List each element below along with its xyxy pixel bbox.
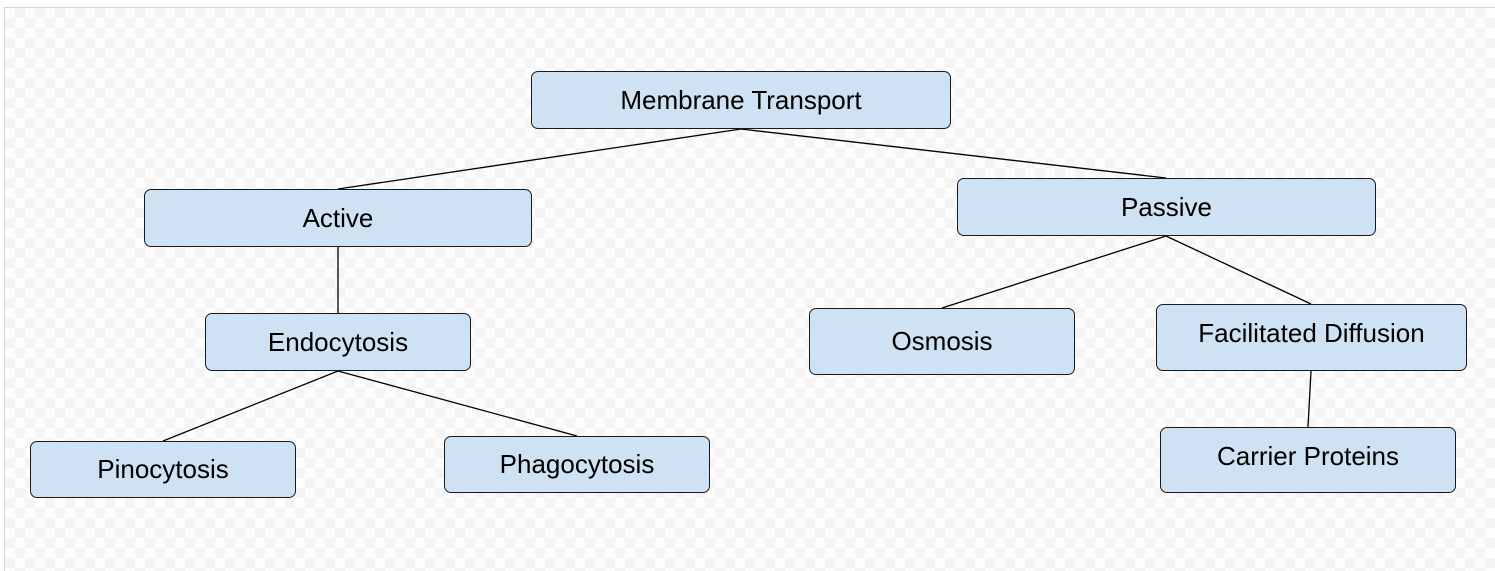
node-active[interactable]: Active <box>144 189 532 247</box>
node-pinocytosis[interactable]: Pinocytosis <box>30 441 296 498</box>
connector-endocytosis-phagocytosis <box>337 370 578 437</box>
node-label: Carrier Proteins <box>1216 440 1400 471</box>
connector-facilitated-diffusion-carrier-proteins <box>1307 370 1312 428</box>
connector-passive-osmosis <box>941 235 1167 309</box>
node-membrane-transport[interactable]: Membrane Transport <box>531 71 951 129</box>
connector-passive-facilitated-diffusion <box>1165 235 1312 305</box>
connector-root-active <box>337 128 742 190</box>
node-label: Facilitated Diffusion <box>1198 318 1425 348</box>
node-label: Active <box>302 202 374 233</box>
node-facilitated-diffusion[interactable]: Facilitated Diffusion <box>1156 304 1467 371</box>
node-label: Membrane Transport <box>620 84 862 115</box>
node-passive[interactable]: Passive <box>957 178 1376 236</box>
node-label: Osmosis <box>891 326 993 356</box>
node-phagocytosis[interactable]: Phagocytosis <box>444 436 710 493</box>
connector-root-passive <box>740 128 1167 179</box>
node-carrier-proteins[interactable]: Carrier Proteins <box>1160 427 1456 493</box>
node-osmosis[interactable]: Osmosis <box>809 308 1075 375</box>
node-label: Endocytosis <box>267 326 409 357</box>
node-endocytosis[interactable]: Endocytosis <box>205 313 471 371</box>
connector-endocytosis-pinocytosis <box>162 370 339 442</box>
node-label: Passive <box>1120 191 1213 222</box>
node-label: Phagocytosis <box>499 449 655 479</box>
node-label: Pinocytosis <box>97 454 229 484</box>
